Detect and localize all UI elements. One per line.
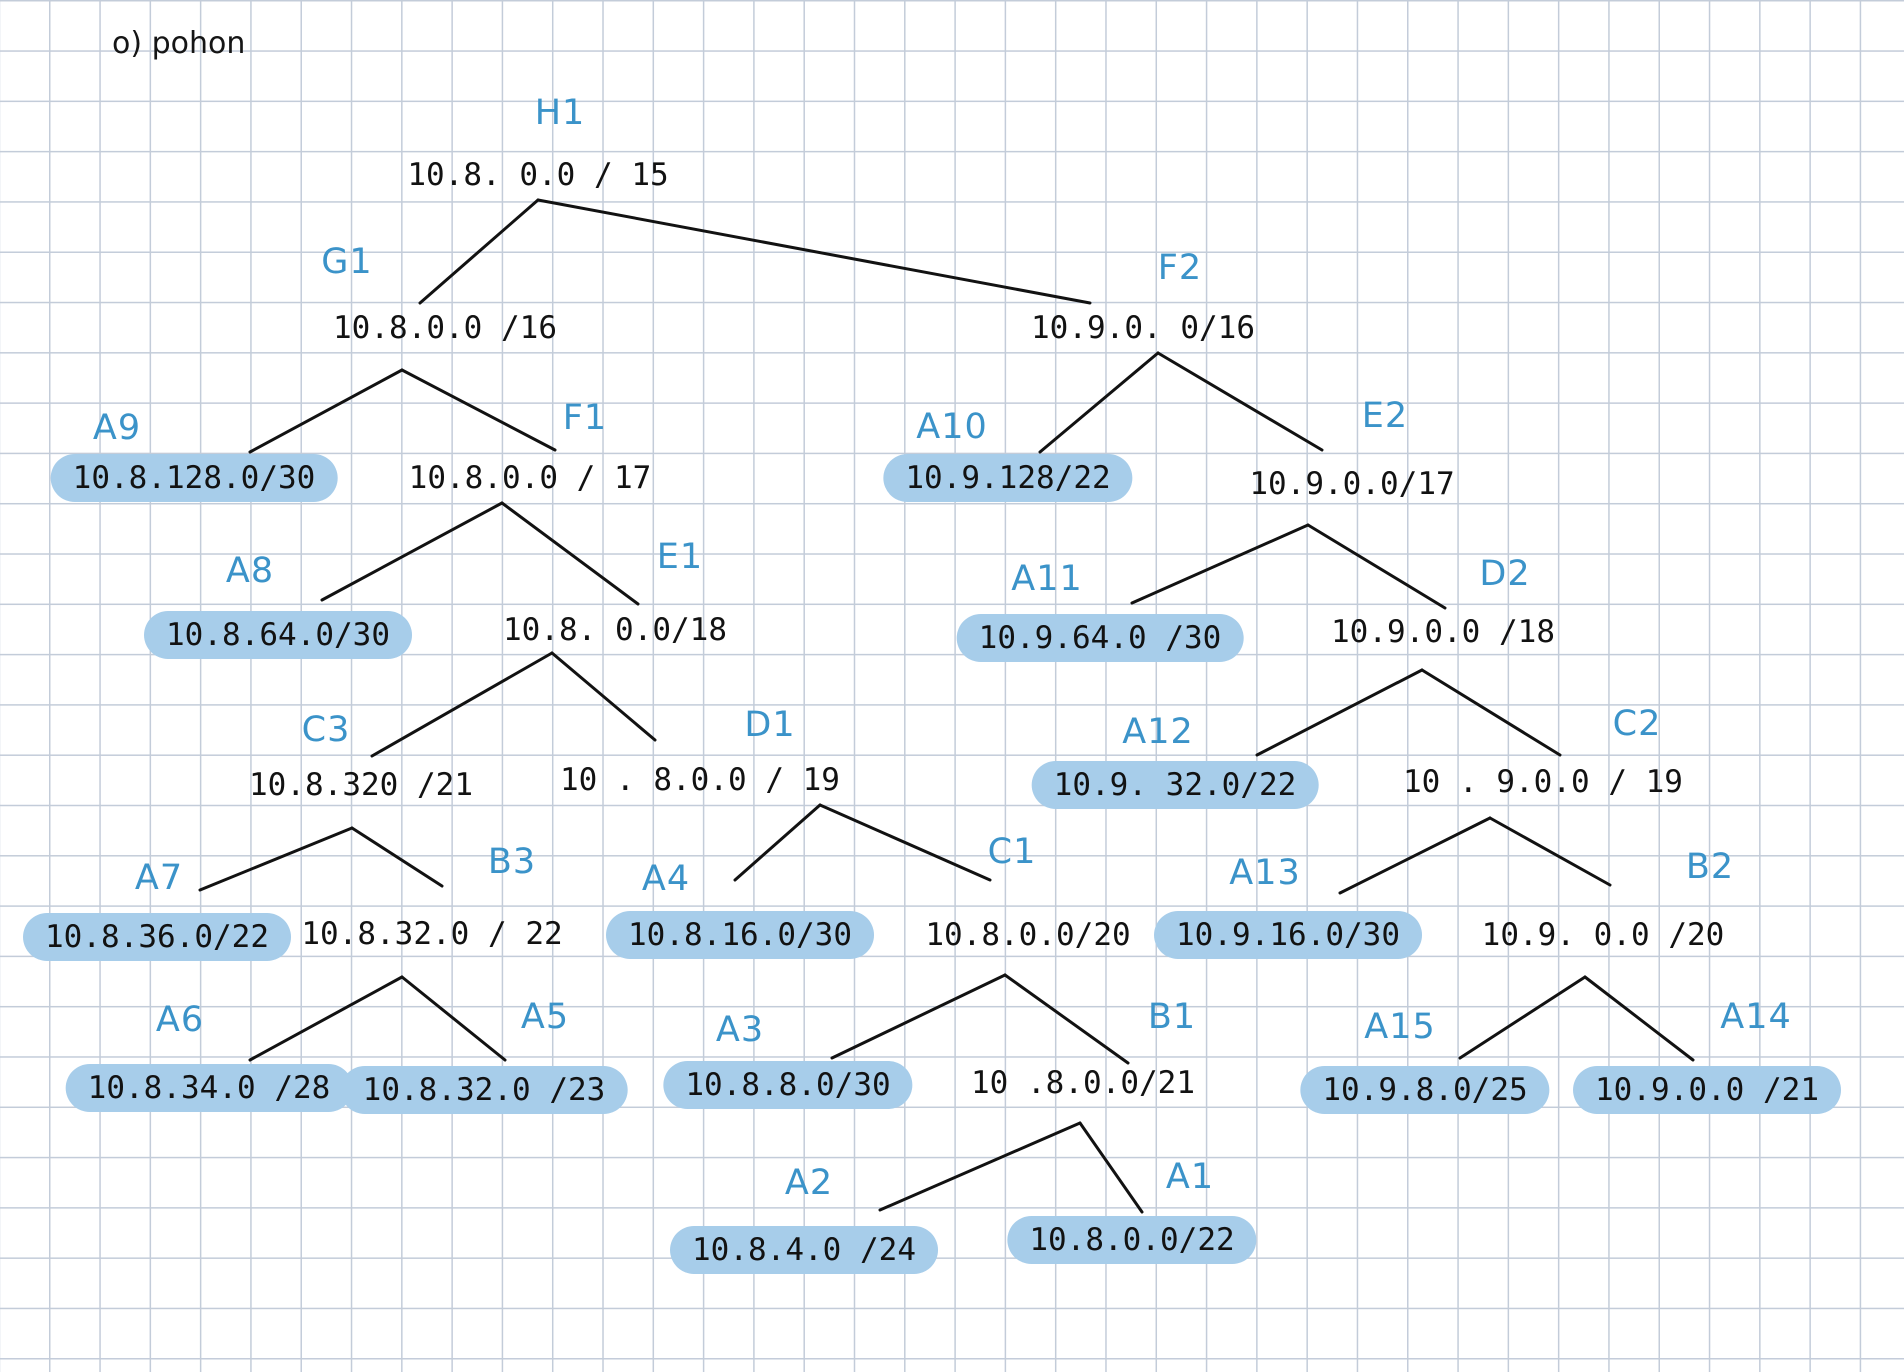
- edge-b3-a6: [248, 975, 404, 1062]
- highlighted-subnet-a4: 10.8.16.0/30: [606, 911, 874, 959]
- node-name-c1: C1: [987, 832, 1037, 872]
- highlighted-subnet-a6: 10.8.34.0 /28: [65, 1064, 353, 1112]
- subnet-address-g1: 10.8.0.0 /16: [333, 310, 557, 346]
- node-name-d2: D2: [1479, 554, 1531, 594]
- edge-e1-c3: [370, 651, 554, 758]
- highlighted-subnet-a3: 10.8.8.0/30: [663, 1061, 913, 1109]
- edge-c2-a13: [1338, 816, 1492, 895]
- edge-f2-e2: [1156, 351, 1324, 452]
- edge-f1-e1: [500, 501, 640, 606]
- subnet-address-f1: 10.8.0.0 / 17: [408, 460, 652, 496]
- edge-d1-c1: [818, 803, 992, 882]
- highlighted-subnet-a2: 10.8.4.0 /24: [670, 1226, 938, 1274]
- node-name-a15: A15: [1364, 1007, 1436, 1047]
- edge-d1-a4: [733, 803, 822, 882]
- node-name-a14: A14: [1720, 997, 1792, 1037]
- node-name-c2: C2: [1612, 704, 1662, 744]
- node-name-f2: F2: [1157, 248, 1203, 288]
- subnet-address-d1: 10 . 8.0.0 / 19: [560, 762, 840, 798]
- edge-b1-a2: [878, 1121, 1082, 1212]
- subnet-address-b3: 10.8.32.0 / 22: [301, 916, 563, 952]
- node-name-a10: A10: [916, 407, 988, 447]
- edge-c1-a3: [830, 973, 1007, 1060]
- node-name-a7: A7: [134, 858, 184, 898]
- node-name-a1: A1: [1165, 1157, 1215, 1197]
- node-name-a6: A6: [155, 1000, 205, 1040]
- subnet-address-c2: 10 . 9.0.0 / 19: [1403, 764, 1683, 800]
- node-name-g1: G1: [321, 242, 373, 282]
- subnet-address-e1: 10.8. 0.0/18: [503, 612, 727, 648]
- subnet-address-e2: 10.9.0.0/17: [1249, 466, 1455, 502]
- edge-e2-a11: [1130, 523, 1310, 605]
- node-name-a9: A9: [92, 408, 142, 448]
- edge-f1-a8: [320, 501, 504, 602]
- node-name-c3: C3: [301, 710, 351, 750]
- node-name-f1: F1: [562, 398, 608, 438]
- edge-h1-g1: [418, 198, 540, 305]
- node-name-a5: A5: [520, 997, 570, 1037]
- edge-c1-b1: [1003, 973, 1130, 1065]
- highlighted-subnet-a1: 10.8.0.0/22: [1007, 1216, 1257, 1264]
- edge-g1-f1: [400, 368, 557, 452]
- node-name-a4: A4: [641, 859, 691, 899]
- node-name-a13: A13: [1229, 853, 1301, 893]
- node-name-h1: H1: [534, 93, 586, 133]
- highlighted-subnet-a13: 10.9.16.0/30: [1154, 911, 1422, 959]
- highlighted-subnet-a14: 10.9.0.0 /21: [1573, 1066, 1841, 1114]
- node-name-a3: A3: [715, 1010, 765, 1050]
- subnet-address-f2: 10.9.0. 0/16: [1031, 310, 1255, 346]
- highlighted-subnet-a10: 10.9.128/22: [883, 454, 1133, 502]
- edge-d2-c2: [1420, 668, 1562, 757]
- edge-b2-a14: [1583, 975, 1695, 1062]
- subnet-address-c1: 10.8.0.0/20: [925, 917, 1131, 953]
- node-name-a2: A2: [784, 1163, 834, 1203]
- edge-b2-a15: [1458, 975, 1587, 1060]
- highlighted-subnet-a8: 10.8.64.0/30: [144, 611, 412, 659]
- edge-f2-a10: [1038, 351, 1160, 454]
- node-name-b1: B1: [1147, 997, 1197, 1037]
- node-name-e2: E2: [1361, 396, 1409, 436]
- node-name-b3: B3: [487, 842, 537, 882]
- subnet-address-d2: 10.9.0.0 /18: [1331, 614, 1555, 650]
- edge-b3-a5: [400, 975, 507, 1062]
- highlighted-subnet-a11: 10.9.64.0 /30: [956, 614, 1244, 662]
- subnet-address-b2: 10.9. 0.0 /20: [1481, 917, 1725, 953]
- subnet-address-b1: 10 .8.0.0/21: [971, 1065, 1195, 1101]
- highlighted-subnet-a9: 10.8.128.0/30: [50, 454, 338, 502]
- edge-b1-a1: [1078, 1121, 1144, 1214]
- highlighted-subnet-a5: 10.8.32.0 /23: [340, 1066, 628, 1114]
- highlighted-subnet-a12: 10.9. 32.0/22: [1031, 761, 1319, 809]
- node-name-a11: A11: [1011, 559, 1083, 599]
- edge-d2-a12: [1255, 668, 1424, 757]
- page-heading: o) pohon: [112, 26, 246, 61]
- edge-g1-a9: [248, 368, 404, 454]
- node-name-d1: D1: [744, 705, 796, 745]
- node-name-b2: B2: [1685, 847, 1735, 887]
- edge-e1-d1: [550, 651, 657, 742]
- edge-h1-f2: [536, 198, 1092, 305]
- edge-e2-d2: [1306, 523, 1447, 610]
- edge-c2-b2: [1488, 816, 1612, 887]
- node-name-e1: E1: [656, 537, 704, 577]
- highlighted-subnet-a15: 10.9.8.0/25: [1300, 1066, 1550, 1114]
- edge-c3-a7: [198, 826, 354, 892]
- subnet-address-c3: 10.8.320 /21: [249, 767, 473, 803]
- node-name-a12: A12: [1122, 712, 1194, 752]
- edge-c3-b3: [350, 826, 444, 888]
- subnet-address-h1: 10.8. 0.0 / 15: [407, 157, 669, 193]
- highlighted-subnet-a7: 10.8.36.0/22: [23, 913, 291, 961]
- node-name-a8: A8: [225, 551, 275, 591]
